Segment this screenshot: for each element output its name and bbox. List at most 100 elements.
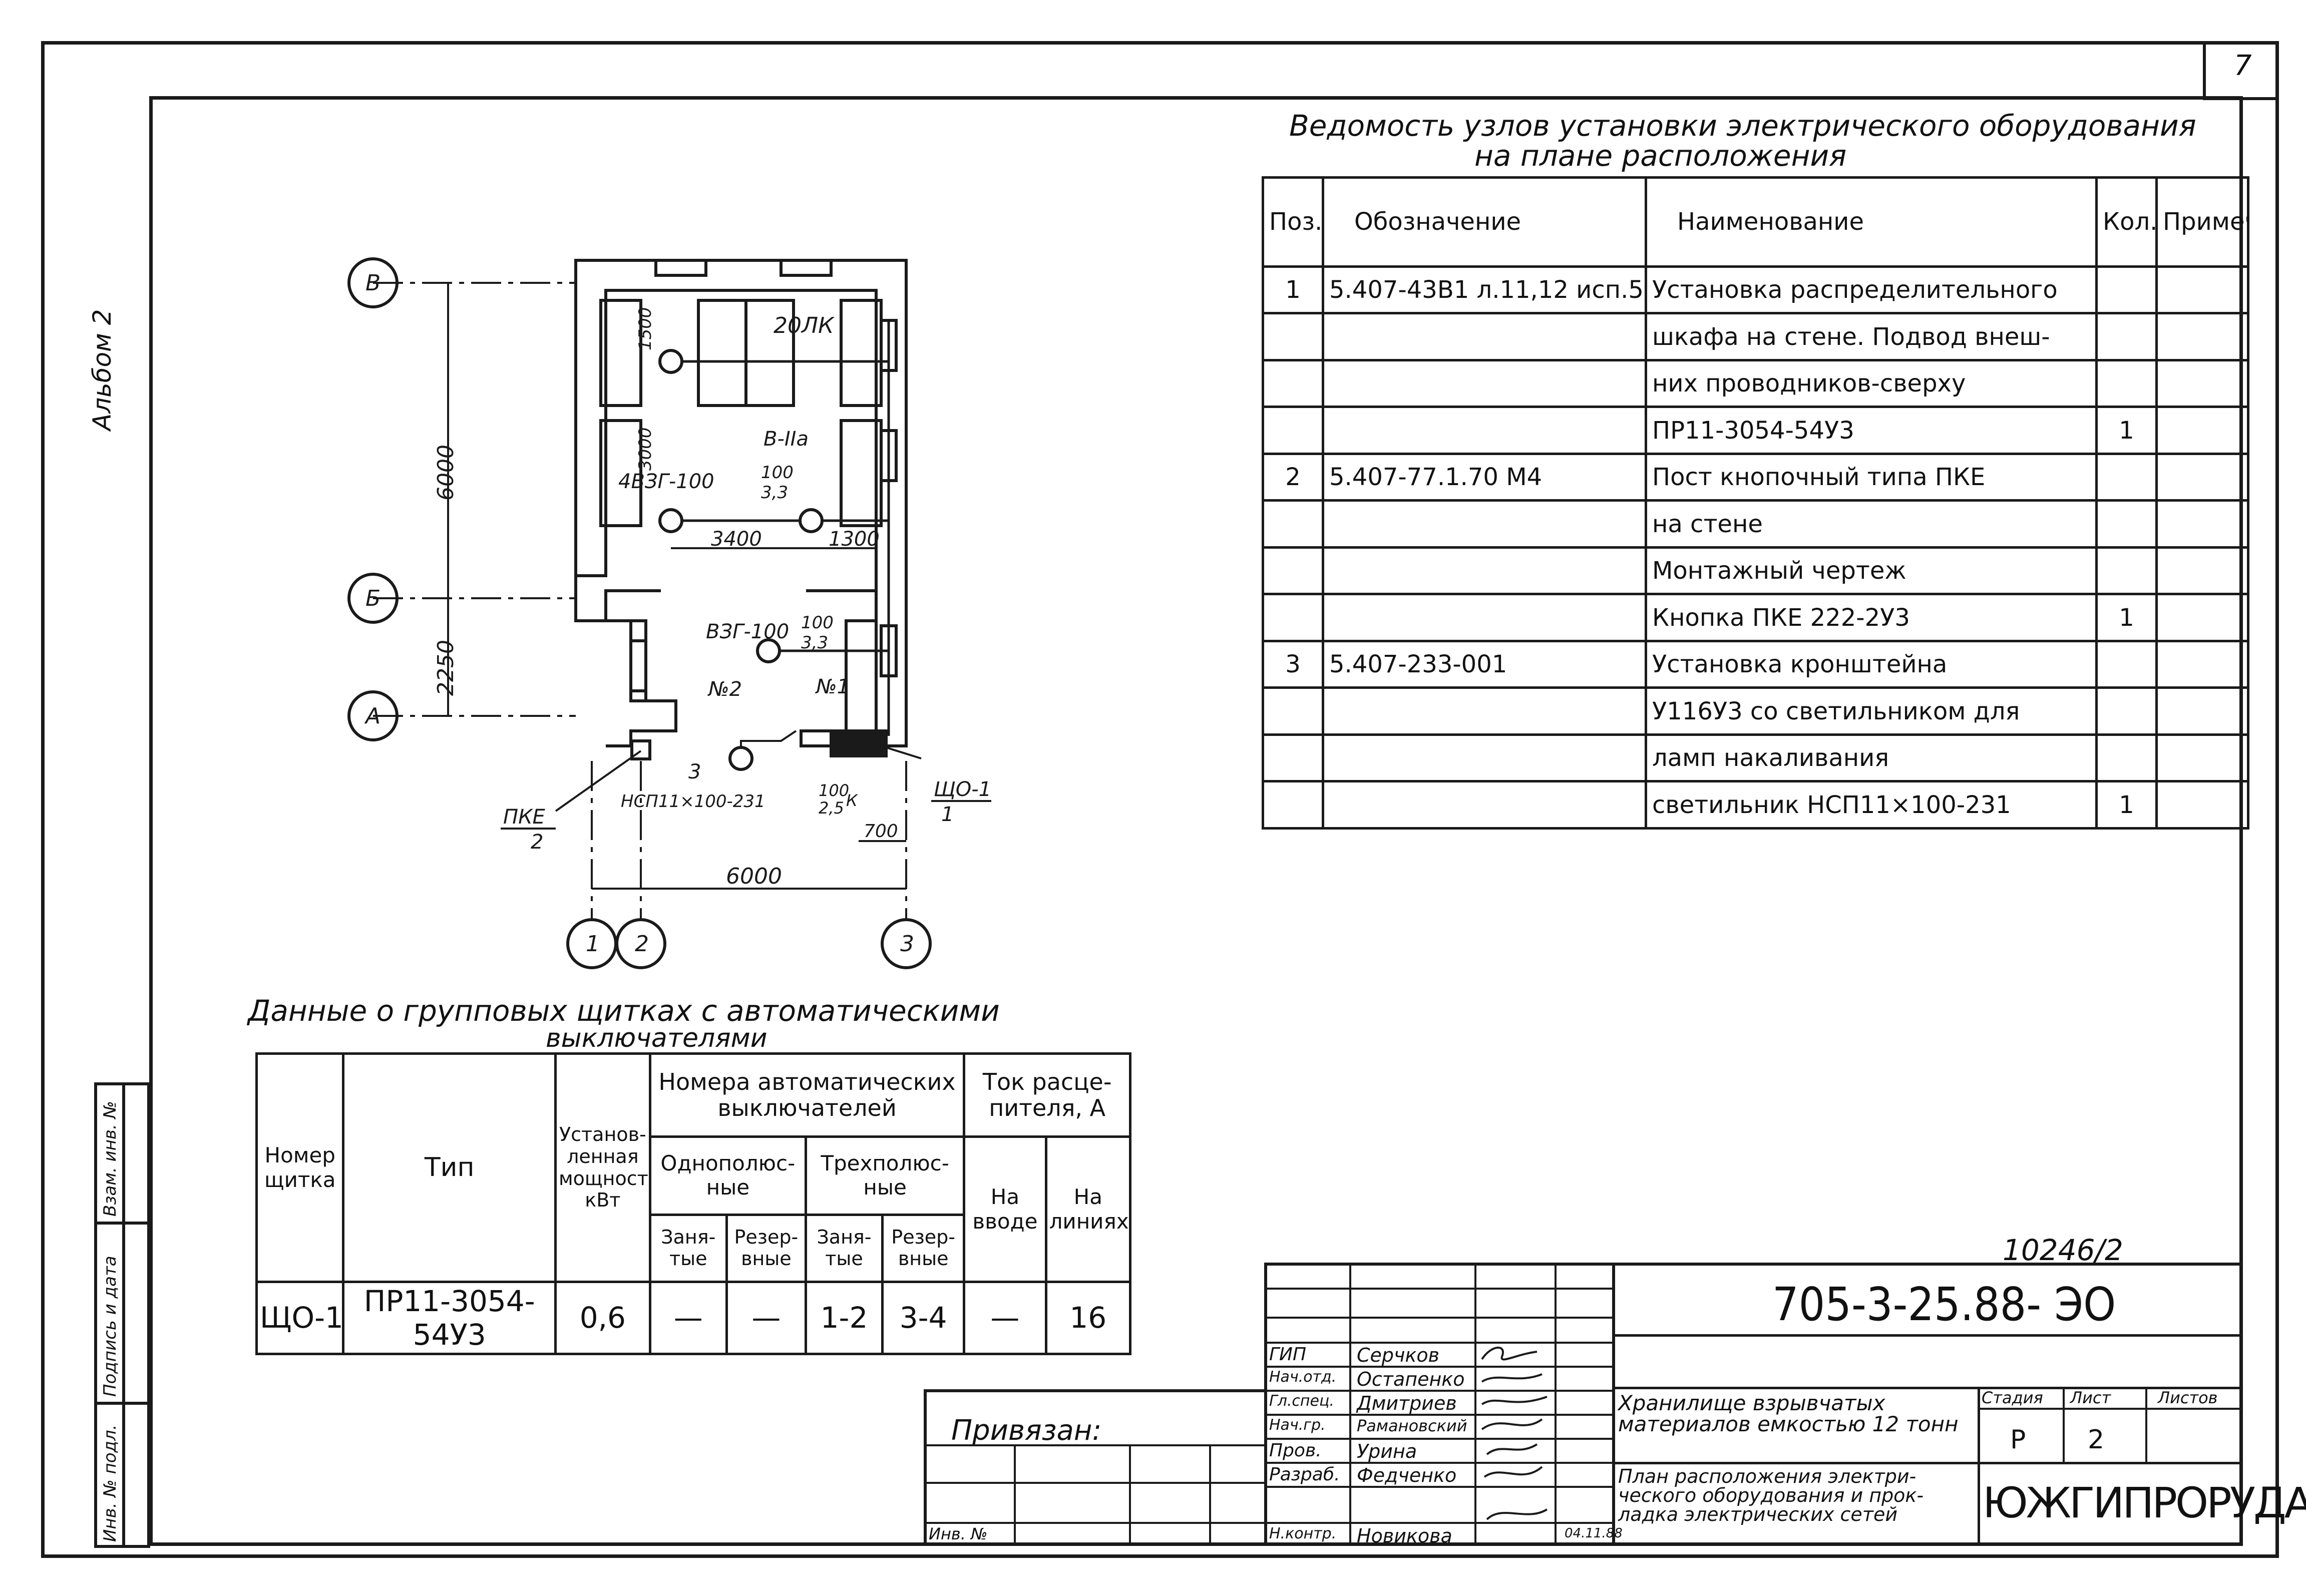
label-pke-num: 2 <box>531 831 543 854</box>
label-no2: №2 <box>707 678 742 701</box>
axis-label-b: Б <box>365 586 380 611</box>
cell: 5.407-233-001 <box>1322 639 1647 689</box>
cell: на стене <box>1645 499 2098 549</box>
stage-label: Стадия <box>1982 1388 2043 1407</box>
cell <box>2155 733 2249 783</box>
role-norm-control: Н.контр. <box>1269 1525 1337 1542</box>
cell <box>2155 499 2249 549</box>
axis-bubble-2 <box>615 918 666 969</box>
cell: Кнопка ПКЕ 222-2У3 <box>1645 593 2098 642</box>
table-row: ПР11-3054-54У3 1 <box>1262 406 2249 455</box>
cell <box>2095 733 2158 783</box>
project-title: Хранилище взрывчатых материалов емкостью… <box>1618 1391 1959 1436</box>
panel-table: Номер щитка Тип Установ-ленная мощность … <box>255 1052 1132 1355</box>
cell <box>2095 312 2158 361</box>
label-fixture-1-top: 100 <box>801 613 834 633</box>
cell <box>2155 639 2249 689</box>
date: 04.11.88 <box>1565 1526 1623 1541</box>
dim-3000: 3000 <box>635 427 655 471</box>
title-grid-line <box>1264 1414 1612 1416</box>
cell <box>1322 312 1647 361</box>
header-current: Ток расце-пителя, А <box>963 1052 1131 1138</box>
cell: 1 <box>1262 265 1324 315</box>
window <box>780 259 833 277</box>
cell-type: ПР11-3054-54У3 <box>342 1281 557 1355</box>
axis-label-a: А <box>364 703 380 729</box>
header-input: На вводе <box>963 1135 1047 1284</box>
header-triple-pole: Трехполюс-ные <box>804 1135 966 1216</box>
cell-single-reserve: — <box>725 1281 807 1355</box>
title-grid-line <box>1264 1317 1612 1319</box>
title-grid-line <box>1474 1263 1476 1546</box>
lamp-nsp <box>728 746 753 771</box>
cell-triple-reserve: 3-4 <box>881 1281 966 1355</box>
title-grid-line <box>1978 1408 2243 1410</box>
bound-grid-line <box>924 1444 1267 1446</box>
cell <box>1322 499 1647 549</box>
cell-power: 0,6 <box>554 1281 651 1355</box>
col-header-name: Наименование <box>1645 176 2098 268</box>
cell: 2 <box>1262 452 1324 502</box>
cell <box>1322 406 1647 455</box>
equipment-table-title-1: Ведомость узлов установки электрического… <box>1289 109 2196 143</box>
title-grid-line <box>1978 1387 1980 1546</box>
panel-table-title-1: Данные о групповых щитках с автоматическ… <box>248 994 1000 1028</box>
cell <box>2155 546 2249 596</box>
stage-value: Р <box>2010 1425 2026 1455</box>
cell <box>2095 686 2158 736</box>
side-strip-divider <box>94 1222 150 1225</box>
label-pke: ПКЕ <box>503 806 545 829</box>
cell <box>1322 780 1647 830</box>
cell: ламп накаливания <box>1645 733 2098 783</box>
cell <box>2155 312 2249 361</box>
header-breakers: Номера автоматических выключателей <box>648 1052 966 1138</box>
dim-2250: 2250 <box>433 640 459 696</box>
table-row: У116У3 со светильником для <box>1262 686 2249 736</box>
pke-button <box>630 739 651 760</box>
role-developed: Разраб. <box>1269 1464 1340 1485</box>
cell <box>2155 780 2249 830</box>
inventory-mark: 10246/2 <box>2003 1233 2123 1267</box>
signature <box>1483 1466 1543 1478</box>
cell: 1 <box>2095 780 2158 830</box>
cell <box>1262 546 1324 596</box>
cell: ПР11-3054-54У3 <box>1645 406 2098 455</box>
title-grid-line <box>1264 1390 1612 1392</box>
side-label-replace: Взам. инв. № <box>100 1101 120 1217</box>
table-row: шкафа на стене. Подвод внеш- <box>1262 312 2249 361</box>
label-fixture-4-top: 100 <box>761 463 794 483</box>
name-head-dept: Остапенко <box>1357 1368 1465 1390</box>
bound-grid-line <box>924 1522 1267 1524</box>
axis-label-2: 2 <box>635 931 649 957</box>
bound-box <box>924 1389 1267 1546</box>
bound-grid-line <box>1014 1444 1016 1546</box>
sheet-value: 2 <box>2088 1425 2105 1455</box>
wall-lower-left <box>574 576 677 747</box>
wire <box>740 730 797 747</box>
sheet-label: Лист <box>2070 1388 2111 1407</box>
table-row: ЩО-1 ПР11-3054-54У3 0,6 — — 1-2 3-4 — 16 <box>255 1281 1132 1355</box>
cell <box>1322 686 1647 736</box>
cell <box>2095 358 2158 409</box>
name-chief-spec: Дмитриев <box>1357 1392 1457 1414</box>
signature <box>1486 1443 1538 1455</box>
title-grid-line <box>1349 1263 1351 1546</box>
sheet-title: План расположения электри-ческого оборуд… <box>1618 1465 1924 1525</box>
dim-1500: 1500 <box>635 307 655 350</box>
axis-bubble-3 <box>881 918 932 969</box>
table-row: 2 5.407-77.1.70 М4 Пост кнопочный типа П… <box>1262 452 2249 502</box>
wall-outline <box>574 259 908 747</box>
label-nsp-bottom: 2,5 <box>819 799 844 818</box>
header-lines: На линиях <box>1044 1135 1132 1284</box>
window <box>654 259 707 277</box>
axis-bubble-a <box>347 690 399 741</box>
axis-label-3: 3 <box>900 931 914 957</box>
cell: Установка распределительного <box>1645 265 2098 315</box>
title-grid-line <box>1264 1522 1612 1524</box>
role-gip: ГИП <box>1269 1344 1307 1365</box>
label-shco: ЩО-1 <box>934 778 991 801</box>
label-fixture-1-bottom: 3,3 <box>801 633 828 653</box>
cell <box>1322 733 1647 783</box>
table-row: на стене <box>1262 499 2249 549</box>
shield-shco <box>830 729 888 757</box>
